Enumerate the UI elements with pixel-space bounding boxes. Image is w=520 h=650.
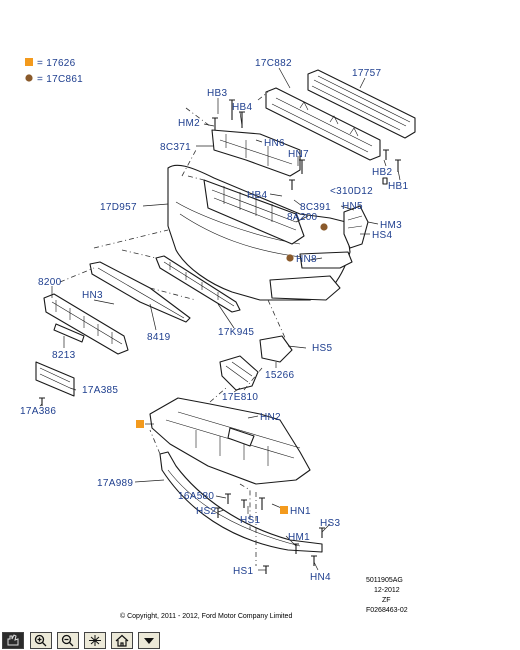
- lower-grille-part: [89, 261, 191, 323]
- callout-17c861-marker-icon: [320, 223, 328, 231]
- home-icon: [115, 634, 129, 647]
- callout-17k945: 17K945: [218, 327, 254, 338]
- drawing-ref: F0268463-02: [366, 607, 408, 614]
- callout-hn8: HN8: [296, 254, 317, 265]
- callout-hb4-upper: HB4: [232, 102, 252, 113]
- callout-17a386: 17A386: [20, 406, 56, 417]
- callout-17626-marker-icon-2: [280, 506, 288, 514]
- callout-17c882: 17C882: [255, 58, 292, 69]
- callout-hn6: HN6: [264, 138, 285, 149]
- callout-hn7: HN7: [288, 149, 309, 160]
- fog-lamp-bezel-part: [219, 355, 259, 391]
- bumper-reinforcement-part: [265, 69, 416, 161]
- copyright-text: © Copyright, 2011 - 2012, Ford Motor Com…: [120, 612, 292, 620]
- callout-17626-marker-icon: [136, 420, 144, 428]
- dropdown-arrow-icon: [144, 638, 154, 644]
- side-bracket-part: [343, 205, 369, 249]
- legend-square-icon: [25, 58, 33, 66]
- splash-shield-part: [149, 397, 311, 485]
- callout-hn1: HN1: [290, 506, 311, 517]
- callout-8c371: 8C371: [160, 142, 191, 153]
- drawing-code: 5011905AG: [366, 577, 403, 584]
- parts-diagram: = 17626 = 17C861: [20, 58, 416, 620]
- callout-hb3: HB3: [207, 88, 227, 99]
- callout-16a580: 16A580: [178, 491, 214, 502]
- fastener-group-beam: [382, 149, 401, 185]
- callout-17c861-marker-icon-2: [286, 254, 294, 262]
- callout-8c391: 8C391: [300, 202, 331, 213]
- callout-hn2: HN2: [260, 412, 281, 423]
- callout-hn3: HN3: [82, 290, 103, 301]
- callout-17e810: 17E810: [222, 392, 258, 403]
- grille-8200-part: [43, 293, 129, 355]
- callout-hn4: HN4: [310, 572, 331, 583]
- callout-8200: 8200: [38, 277, 62, 288]
- callout-hb2: HB2: [372, 167, 392, 178]
- callout-310d12: <310D12: [330, 186, 373, 197]
- lower-grille-insert-part: [155, 255, 241, 313]
- callout-8419: 8419: [147, 332, 171, 343]
- legend-label-17c861: = 17C861: [37, 74, 83, 85]
- callout-hm3: HM3: [380, 220, 402, 231]
- callout-hs5: HS5: [312, 343, 332, 354]
- viewer-toolbar: [0, 631, 520, 650]
- callout-hs1-lower: HS1: [233, 566, 253, 577]
- zoom-out-icon: [61, 634, 74, 647]
- pan-button[interactable]: [2, 632, 24, 649]
- emblem-part: [53, 323, 85, 343]
- license-bracket-part: [35, 361, 75, 397]
- fit-window-button[interactable]: [84, 632, 106, 649]
- screw-17a386: [39, 397, 45, 406]
- fit-window-icon: [89, 635, 101, 646]
- air-deflector-part: [159, 451, 323, 553]
- pan-hand-icon: [7, 634, 19, 646]
- callout-hn5: HN5: [342, 201, 363, 212]
- assembly-lines: [59, 91, 287, 566]
- callout-hm1: HM1: [288, 532, 310, 543]
- lamp-bracket-part: [259, 335, 293, 363]
- callout-8a200: 8A200: [287, 212, 318, 223]
- callout-hb1: HB1: [388, 181, 408, 192]
- callout-17757: 17757: [352, 68, 381, 79]
- dropdown-button[interactable]: [138, 632, 160, 649]
- callout-hs2: HS2: [196, 506, 216, 517]
- callout-hm2: HM2: [178, 118, 200, 129]
- callout-hs1-upper: HS1: [240, 515, 260, 526]
- callout-17a385: 17A385: [82, 385, 118, 396]
- zoom-in-icon: [34, 634, 47, 647]
- drawing-date: 12-2012: [374, 587, 400, 594]
- callout-17a989: 17A989: [97, 478, 133, 489]
- legend-label-17626: = 17626: [37, 58, 76, 69]
- callout-hb4-lower: HB4: [247, 190, 267, 201]
- home-button[interactable]: [111, 632, 133, 649]
- drawing-rev: ZF: [382, 597, 391, 604]
- callout-hs3: HS3: [320, 518, 340, 529]
- zoom-in-button[interactable]: [30, 632, 52, 649]
- callout-hs4: HS4: [372, 230, 392, 241]
- zoom-out-button[interactable]: [57, 632, 79, 649]
- callout-8213: 8213: [52, 350, 76, 361]
- legend-circle-icon: [25, 74, 33, 82]
- upper-grille-part: [203, 179, 305, 245]
- callout-17d957: 17D957: [100, 202, 137, 213]
- callout-15266: 15266: [265, 370, 294, 381]
